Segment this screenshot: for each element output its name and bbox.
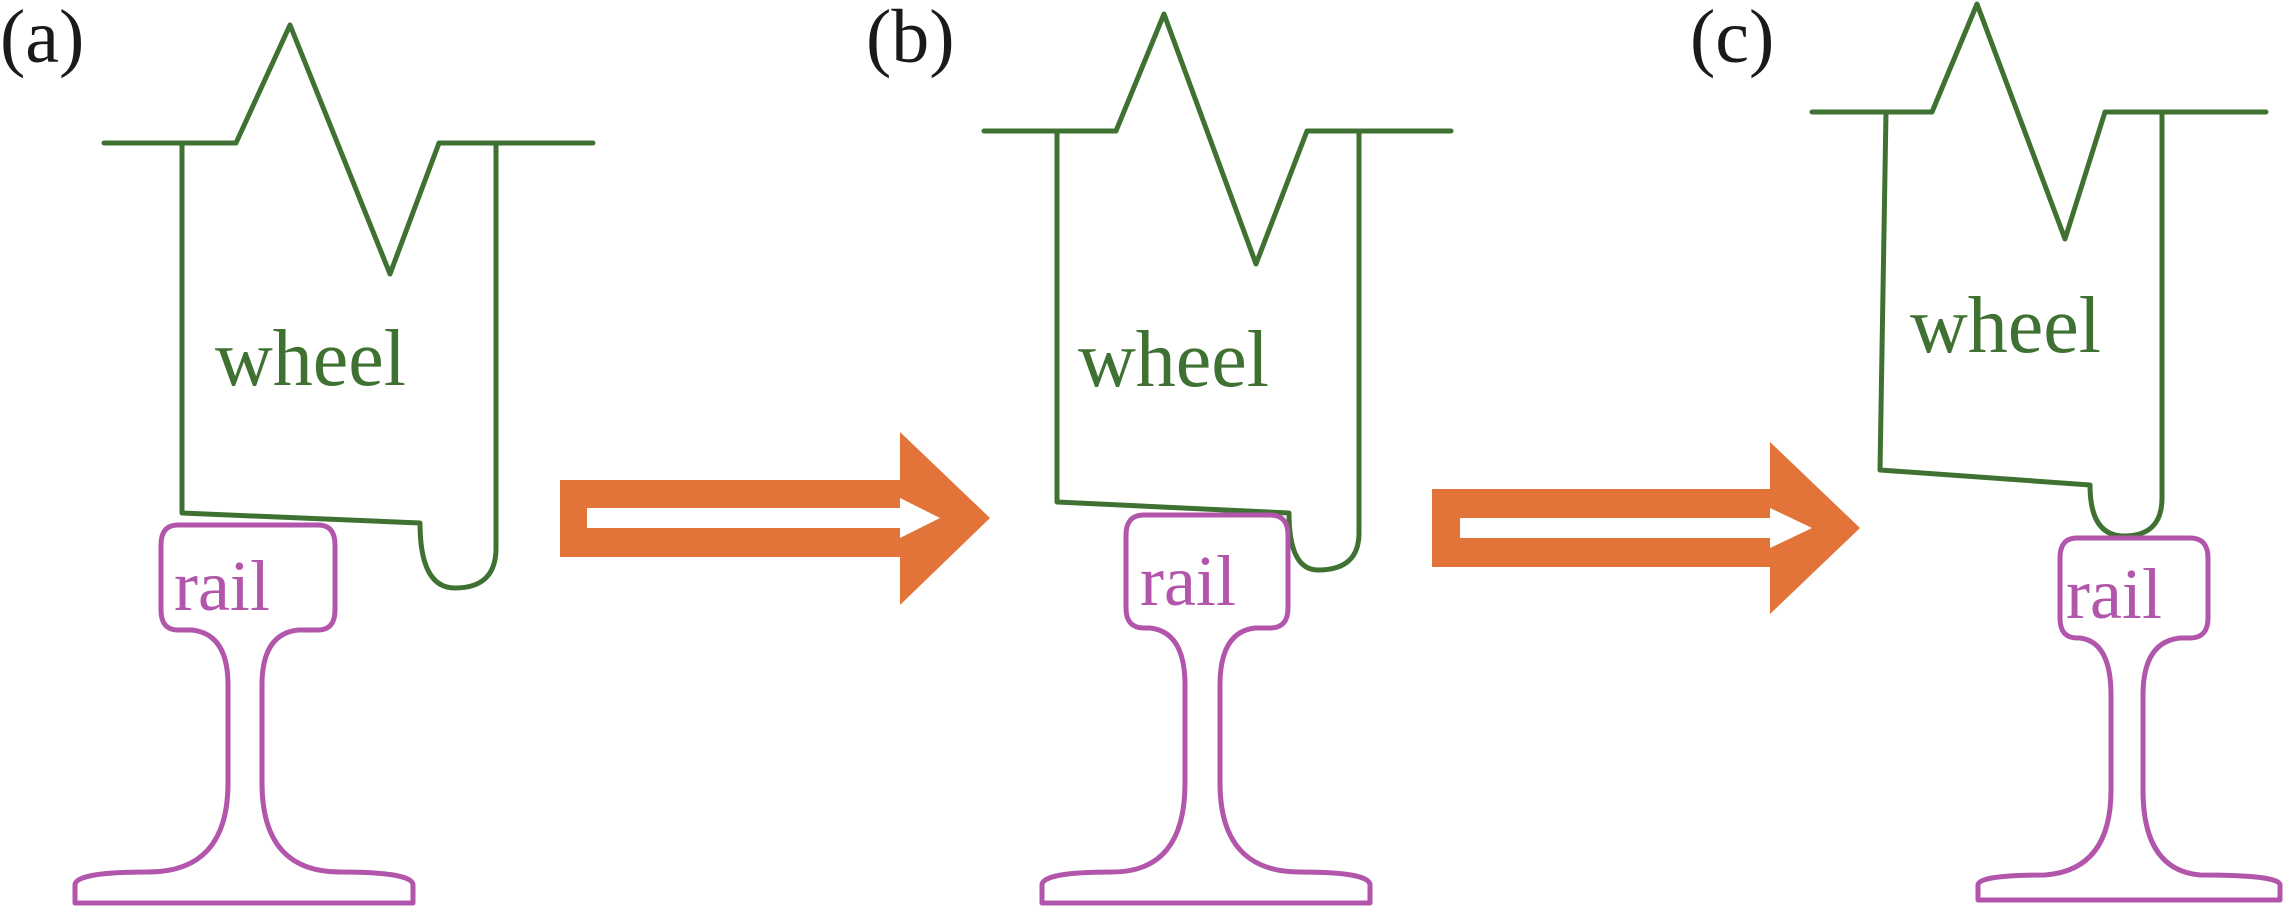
- wheel-label-a: wheel: [215, 315, 406, 403]
- panel-label-b: (b): [866, 0, 955, 79]
- rail-a: [72, 522, 416, 906]
- wheel-label-c: wheel: [1910, 282, 2101, 370]
- panel-b: (b) wheel rail: [866, 0, 1454, 906]
- panel-label-c: (c): [1690, 0, 1774, 79]
- wheel-c: [1809, 1, 2269, 539]
- wheel-a: [101, 22, 596, 591]
- panel-c: (c) wheel rail: [1690, 0, 2283, 903]
- panel-a: (a) wheel rail: [0, 0, 596, 906]
- wheel-outline-a: [101, 22, 596, 591]
- panel-label-a: (a): [0, 0, 84, 79]
- rail-label-c: rail: [2066, 554, 2162, 634]
- wheel-outline-c: [1809, 1, 2269, 539]
- wheel-b: [981, 11, 1454, 573]
- rail-outline-b: [1039, 512, 1373, 906]
- wheel-outline-b: [981, 11, 1454, 573]
- wheel-label-b: wheel: [1078, 316, 1269, 404]
- rail-label-a: rail: [174, 546, 270, 626]
- arrow-right-icon: [1432, 442, 1860, 614]
- rail-label-b: rail: [1140, 541, 1236, 621]
- rail-c: [1975, 535, 2283, 903]
- arrow-1-inner: [587, 498, 940, 538]
- rail-outline-a: [72, 522, 416, 906]
- arrow-right-icon: [560, 432, 990, 605]
- arrow-2-inner: [1460, 508, 1812, 548]
- rail-outline-c: [1975, 535, 2283, 903]
- rail-b: [1039, 512, 1373, 906]
